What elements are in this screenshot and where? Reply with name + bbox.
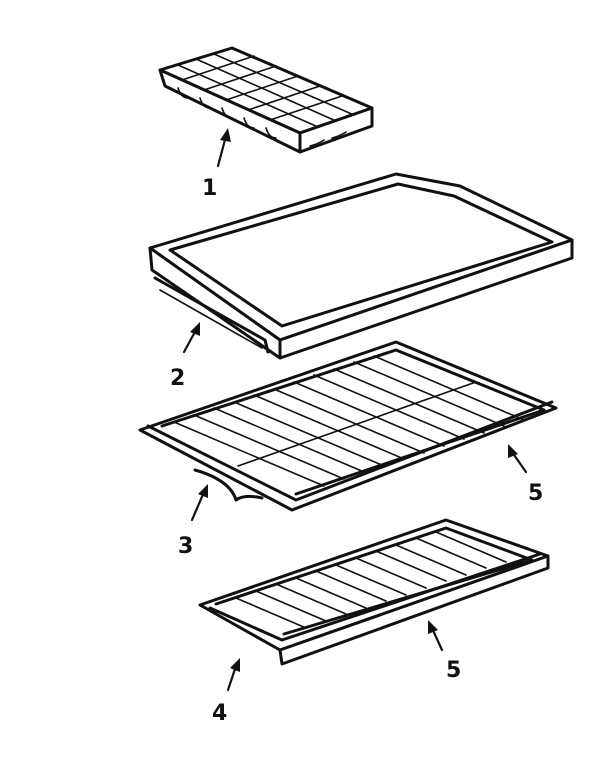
callout-4-label: 4 bbox=[212, 701, 227, 726]
ice-tray-cells bbox=[177, 53, 355, 128]
callout-3: 3 bbox=[178, 484, 208, 559]
callout-5-lower-label: 5 bbox=[446, 658, 461, 683]
callout-1: 1 bbox=[202, 128, 231, 201]
ice-cube-tray bbox=[158, 46, 374, 154]
callout-4: 4 bbox=[212, 658, 240, 726]
wire-shelf bbox=[138, 340, 558, 512]
callout-2: 2 bbox=[170, 322, 200, 391]
small-wire-shelf bbox=[198, 518, 550, 666]
callout-3-label: 3 bbox=[178, 534, 193, 559]
small-shelf-rods bbox=[235, 531, 507, 629]
ice-tray-pockets bbox=[177, 87, 347, 147]
callout-1-label: 1 bbox=[202, 176, 217, 201]
callout-5-upper-label: 5 bbox=[528, 481, 543, 506]
callout-5-lower: 5 bbox=[428, 620, 461, 683]
callout-5-upper: 5 bbox=[508, 444, 543, 506]
callout-2-label: 2 bbox=[170, 366, 185, 391]
wire-shelf-rods bbox=[173, 355, 525, 487]
solid-shelf bbox=[148, 172, 574, 360]
